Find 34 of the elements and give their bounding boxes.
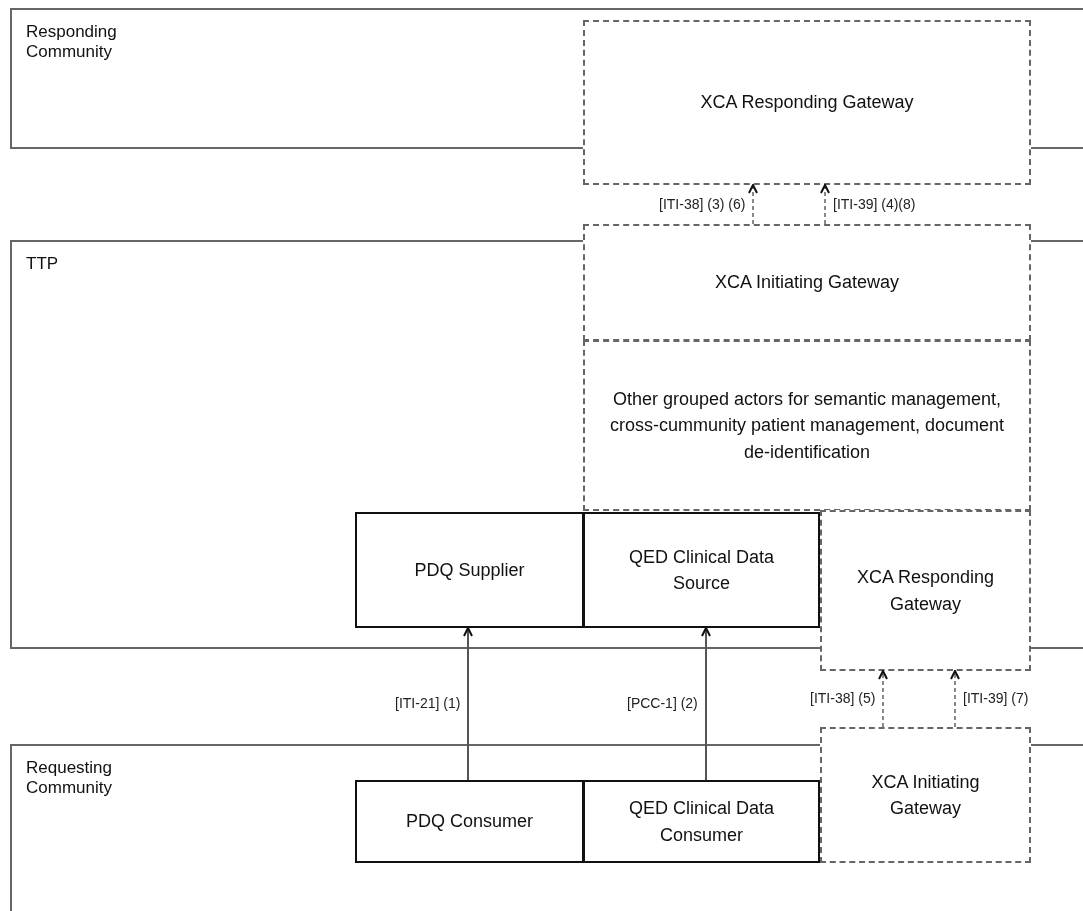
actor-box	[583, 512, 820, 628]
arrow	[748, 184, 758, 225]
edge-label: [ITI-39] (4)(8)	[831, 195, 918, 213]
arrow	[878, 670, 888, 728]
actor-box	[355, 780, 584, 863]
actor-box	[583, 224, 1031, 341]
edge-label: [ITI-38] (3) (6)	[657, 195, 748, 213]
actor-box	[583, 340, 1031, 511]
edge-label: [ITI-21] (1)	[393, 695, 463, 712]
actor-label: Other grouped actors for semantic management, cross-cummunity patient management, document de-identification	[608, 388, 1006, 464]
actor-label: XCA Initiating Gateway	[714, 271, 900, 295]
actor-label: XCA Initiating Gateway	[870, 770, 981, 820]
arrow	[820, 184, 830, 225]
actor-label: QED Clinical Data Source	[627, 545, 775, 595]
actor-box	[355, 512, 584, 628]
actor-box	[820, 727, 1031, 863]
actor-box	[583, 20, 1031, 185]
edge-label: [ITI-38] (5)	[808, 690, 878, 707]
actor-label: QED Clinical Data Consumer	[627, 797, 775, 847]
band-title: Responding Community	[26, 22, 118, 63]
arrow	[950, 670, 960, 728]
edge-label: [ITI-39] (7)	[961, 690, 1031, 707]
band-title: Requesting Community	[26, 758, 113, 799]
actor-label: XCA Responding Gateway	[855, 566, 996, 616]
actor-box	[820, 510, 1031, 671]
edge-label: [PCC-1] (2)	[625, 695, 700, 712]
actor-label: PDQ Supplier	[414, 558, 525, 582]
band-title: TTP	[26, 254, 60, 275]
actor-label: PDQ Consumer	[405, 810, 533, 834]
actor-box	[583, 780, 820, 863]
arrow	[701, 627, 711, 781]
actor-label: XCA Responding Gateway	[700, 91, 914, 115]
community-band	[10, 240, 1083, 649]
arrow	[463, 627, 473, 781]
